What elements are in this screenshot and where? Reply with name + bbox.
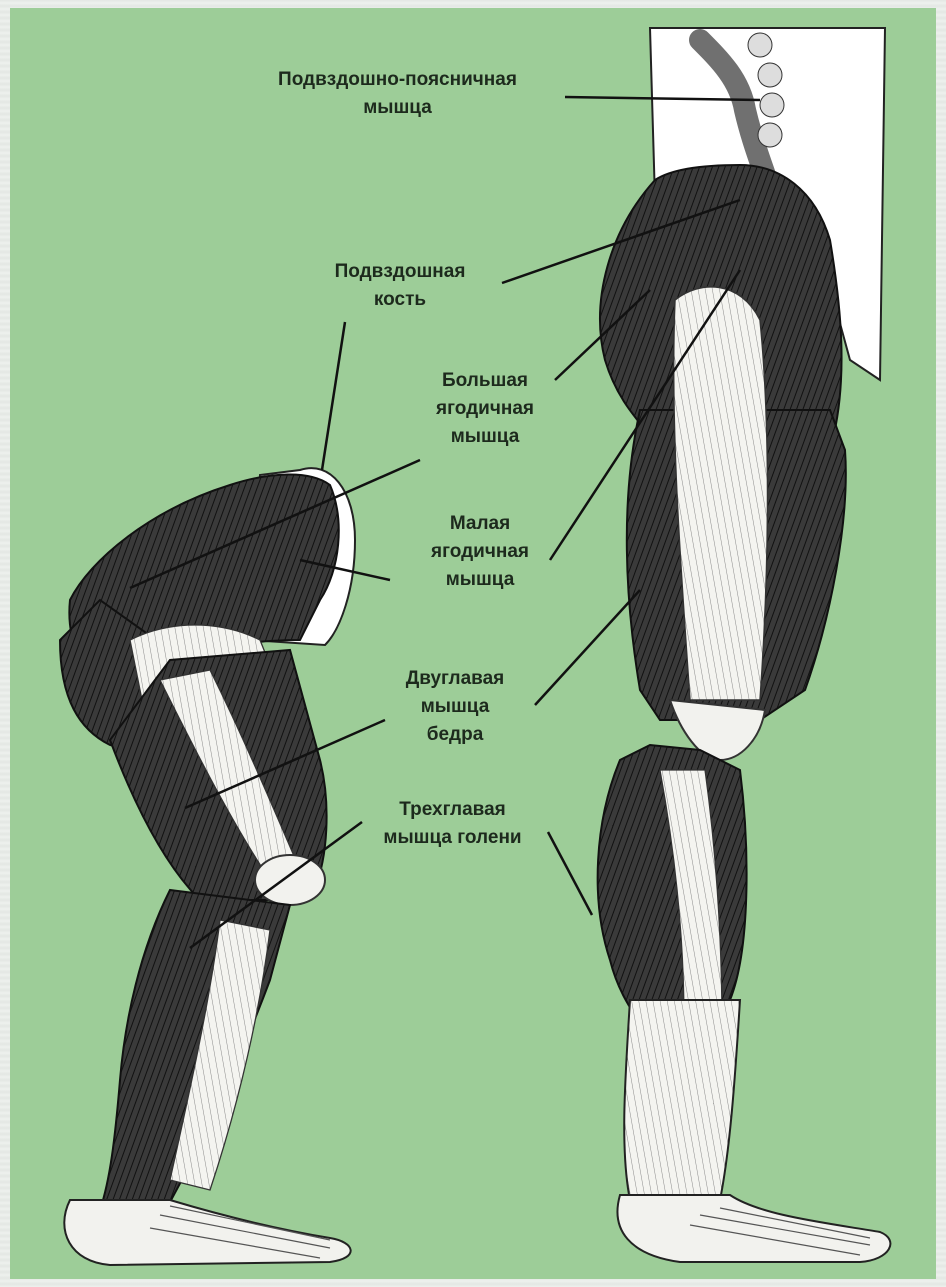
label-line: Двуглавая: [370, 665, 540, 693]
label-line: мышца голени: [345, 824, 560, 852]
label-gluteus-maximus: Большая ягодичная мышца: [400, 367, 570, 451]
label-line: Подвздошно-поясничная: [230, 66, 565, 94]
leader-ilium-left: [322, 322, 345, 470]
leader-biceps-femoris-right: [535, 590, 640, 705]
label-line: бедра: [370, 721, 540, 749]
left-leg-bent: [60, 468, 355, 1265]
label-biceps-femoris: Двуглавая мышца бедра: [370, 665, 540, 749]
label-line: кость: [300, 286, 500, 314]
label-gluteus-minimus: Малая ягодичная мышца: [395, 510, 565, 594]
label-ilium: Подвздошная кость: [300, 258, 500, 314]
label-triceps-surae: Трехглавая мышца голени: [345, 796, 560, 852]
label-line: Малая: [395, 510, 565, 538]
label-line: Подвздошная: [300, 258, 500, 286]
label-line: ягодичная: [400, 395, 570, 423]
label-line: ягодичная: [395, 538, 565, 566]
label-line: Трехглавая: [345, 796, 560, 824]
label-line: мышца: [370, 693, 540, 721]
label-line: Большая: [400, 367, 570, 395]
label-line: мышца: [230, 94, 565, 122]
label-line: мышца: [400, 423, 570, 451]
label-line: мышца: [395, 566, 565, 594]
label-iliopsoas: Подвздошно-поясничная мышца: [230, 66, 565, 122]
